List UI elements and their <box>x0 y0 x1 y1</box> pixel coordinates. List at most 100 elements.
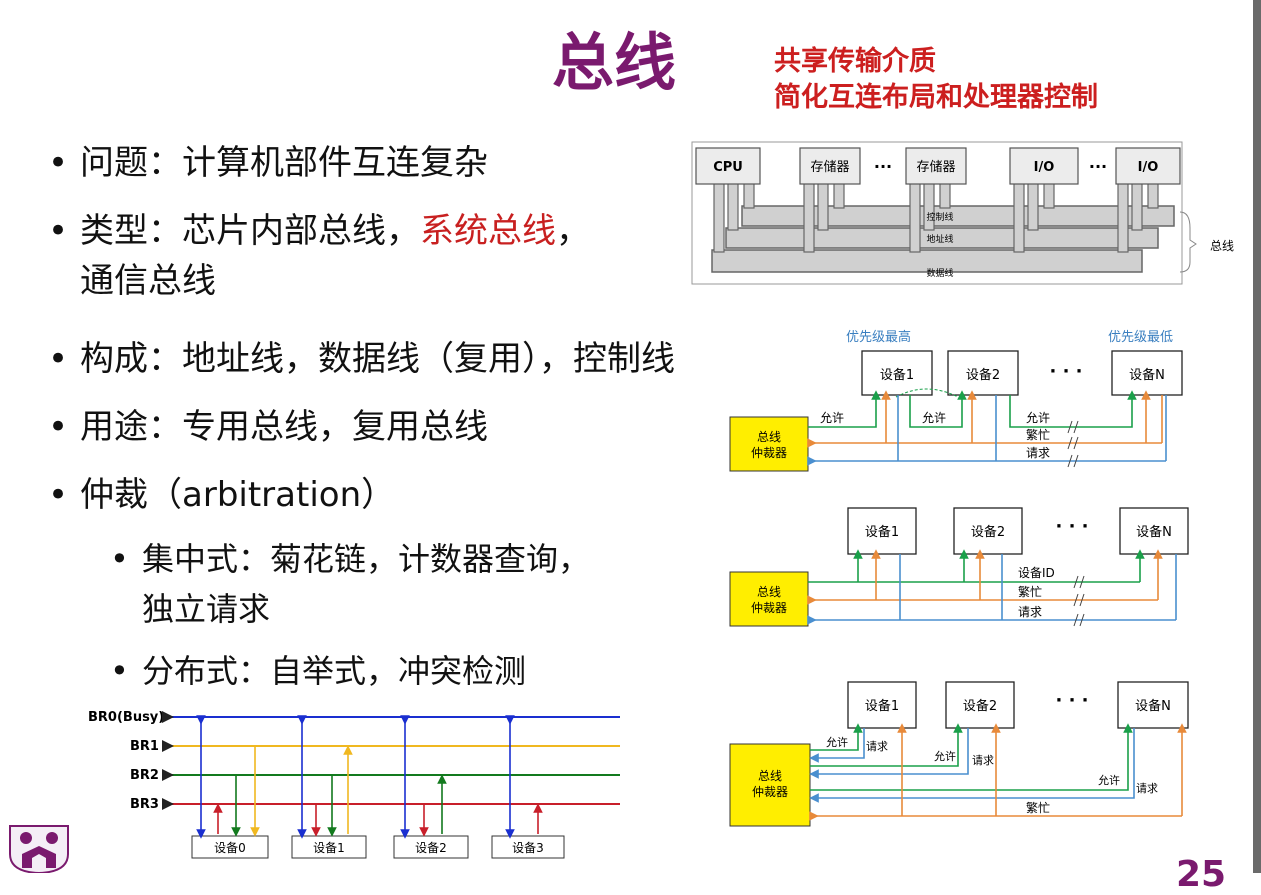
bus-diagram-frame <box>691 141 1183 285</box>
independent-request-diagram: 设备1 设备2 设备N · · · 总线 仲裁器 允许 请求 允许 请求 允许 … <box>729 681 1189 827</box>
poll-request-label: 请求 <box>1018 605 1042 619</box>
grant-line-3 <box>1009 390 1137 428</box>
cpu-box <box>695 147 761 185</box>
ind-device-1 <box>847 681 917 729</box>
daisy-link <box>895 388 959 398</box>
br0-label: BR0(Busy) <box>88 710 164 725</box>
grant-line-1 <box>808 390 881 428</box>
busy-label: 繁忙 <box>1026 427 1050 442</box>
daisy-device-n-label: 设备N <box>1129 367 1165 383</box>
distributed-arbitration-diagram: BR0(Busy) BR1 BR2 BR3 设备0 设备1 设备2 设备3 <box>88 710 620 859</box>
ind-grant-label-n: 允许 <box>1098 773 1120 787</box>
dist-device-0-label: 设备0 <box>214 841 246 855</box>
poll-device-1-label: 设备1 <box>865 524 899 540</box>
ind-request-label-n: 请求 <box>1136 782 1158 795</box>
dist-device-3 <box>491 835 565 859</box>
ind-device-n-label: 设备N <box>1135 698 1171 714</box>
daisy-chain-diagram: 优先级最高 优先级最低 设备1 设备2 设备N · · · 总线 仲裁器 允许 … <box>729 329 1183 472</box>
address-line-label: 地址线 <box>926 233 953 245</box>
poll-arbiter-label-1: 总线 <box>757 585 781 599</box>
slide-title: 总线 <box>552 26 677 99</box>
polling-diagram: 设备1 设备2 设备N · · · 总线 仲裁器 设备ID 繁忙 请求 <box>729 507 1189 627</box>
dist-device-2 <box>393 835 469 859</box>
br1-label: BR1 <box>130 739 159 754</box>
slide-subtitle: 共享传输介质 简化互连布局和处理器控制 <box>774 44 1098 116</box>
ind-grant-n <box>810 723 1133 791</box>
br3-label: BR3 <box>130 797 159 812</box>
io-label-2: I/O <box>1138 160 1159 175</box>
page-number: 25 <box>1176 854 1227 895</box>
ind-device-1-label: 设备1 <box>865 698 899 714</box>
grant-label-3: 允许 <box>1026 410 1050 425</box>
daisy-arbiter-label-2: 仲裁器 <box>751 446 787 460</box>
ind-device-2-label: 设备2 <box>963 698 997 714</box>
bus-brace <box>1179 211 1197 273</box>
ind-device-2 <box>945 681 1015 729</box>
priority-low-label: 优先级最低 <box>1108 330 1173 345</box>
ind-request-label-2: 请求 <box>972 754 994 767</box>
poll-device-2-label: 设备2 <box>971 524 1005 540</box>
daisy-device-2-label: 设备2 <box>966 367 1000 383</box>
address-bus <box>725 227 1159 249</box>
io-label-1: I/O <box>1034 160 1055 175</box>
ind-grant-2 <box>810 723 963 767</box>
memory-label-1: 存储器 <box>810 160 849 175</box>
poll-arbiter-label-2: 仲裁器 <box>751 601 787 615</box>
memory-box-2 <box>905 147 967 185</box>
poll-break-marks <box>1073 575 1085 627</box>
daisy-arbiter <box>729 416 809 472</box>
poll-device-2 <box>953 507 1023 555</box>
ind-request-1 <box>809 728 865 763</box>
highlight-system-bus: 系统总线 <box>420 211 556 251</box>
bus-structure-diagram: CPU 存储器 存储器 I/O I/O ··· ··· 控制线 地址线 数据线 … <box>691 141 1234 285</box>
ind-arbiter <box>729 743 811 827</box>
dist-device-1-label: 设备1 <box>313 841 345 855</box>
bus-label: 总线 <box>1210 239 1234 253</box>
poll-arbiter <box>729 571 809 627</box>
ellipsis-1: ··· <box>874 157 892 176</box>
grant-line-2 <box>909 390 967 428</box>
daisy-arbiter-label-1: 总线 <box>757 430 781 444</box>
poll-device-n-label: 设备N <box>1136 524 1172 540</box>
university-logo <box>9 825 69 873</box>
ind-grant-1 <box>810 723 863 751</box>
daisy-device-n <box>1111 350 1183 396</box>
device-id-label: 设备ID <box>1018 566 1055 580</box>
data-bus <box>711 249 1143 273</box>
subtitle-line-2: 简化互连布局和处理器控制 <box>774 82 1098 113</box>
cpu-label: CPU <box>713 160 743 175</box>
ind-grant-label-1: 允许 <box>826 735 848 749</box>
br2-label: BR2 <box>130 768 159 783</box>
control-bus <box>741 205 1175 227</box>
request-label: 请求 <box>1026 446 1050 460</box>
ind-busy-label: 繁忙 <box>1026 800 1050 815</box>
daisy-device-1 <box>861 350 933 396</box>
ind-arbiter-label-1: 总线 <box>758 769 782 783</box>
dist-device-0 <box>191 835 269 859</box>
grant-label-1: 允许 <box>820 410 844 425</box>
poll-busy-label: 繁忙 <box>1018 584 1042 599</box>
grant-label-2: 允许 <box>922 410 946 425</box>
poll-ellipsis: · · · <box>1055 516 1088 537</box>
ind-grant-label-2: 允许 <box>934 749 956 763</box>
ind-request-n <box>809 728 1135 803</box>
memory-label-2: 存储器 <box>916 160 955 175</box>
dist-device-2-label: 设备2 <box>415 841 447 855</box>
ellipsis-2: ··· <box>1089 157 1107 176</box>
daisy-ellipsis: · · · <box>1049 361 1082 382</box>
dist-device-3-label: 设备3 <box>512 841 544 855</box>
ind-arbiter-label-2: 仲裁器 <box>752 785 788 799</box>
memory-box-1 <box>799 147 861 185</box>
break-marks <box>1067 420 1079 468</box>
poll-device-1 <box>847 507 917 555</box>
data-line-label: 数据线 <box>926 267 953 279</box>
daisy-device-1-label: 设备1 <box>880 367 914 383</box>
ind-ellipsis: · · · <box>1055 690 1088 711</box>
subtitle-line-1: 共享传输介质 <box>774 46 936 77</box>
io-box-2 <box>1115 147 1181 185</box>
slide-right-border <box>1253 0 1261 873</box>
control-line-label: 控制线 <box>926 211 953 223</box>
daisy-device-2 <box>947 350 1019 396</box>
io-box-1 <box>1009 147 1079 185</box>
ind-device-n <box>1117 681 1189 729</box>
